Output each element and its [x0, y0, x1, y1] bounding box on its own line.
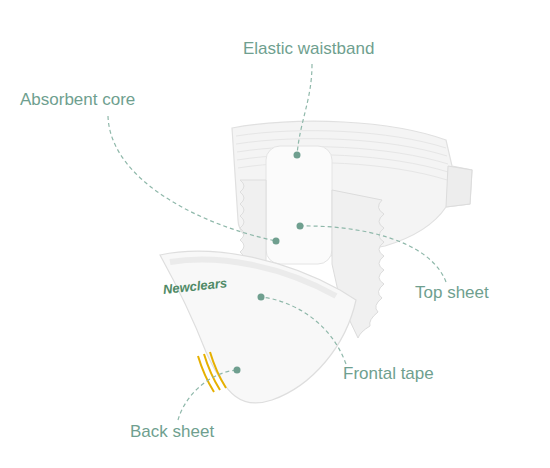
- part-label: Top sheet: [415, 284, 489, 303]
- part-label: Frontal tape: [343, 365, 434, 384]
- part-label: Elastic waistband: [243, 40, 374, 59]
- wetness-indicator: [198, 352, 226, 392]
- leader-lines: [108, 64, 446, 420]
- part-label: Back sheet: [130, 423, 214, 442]
- part-label: Absorbent core: [20, 91, 135, 110]
- left-ruffle: [240, 180, 266, 264]
- side-tab: [446, 166, 472, 207]
- inner-pad: [266, 146, 332, 264]
- leader-dots: [234, 152, 304, 374]
- front-sheet: [160, 251, 356, 403]
